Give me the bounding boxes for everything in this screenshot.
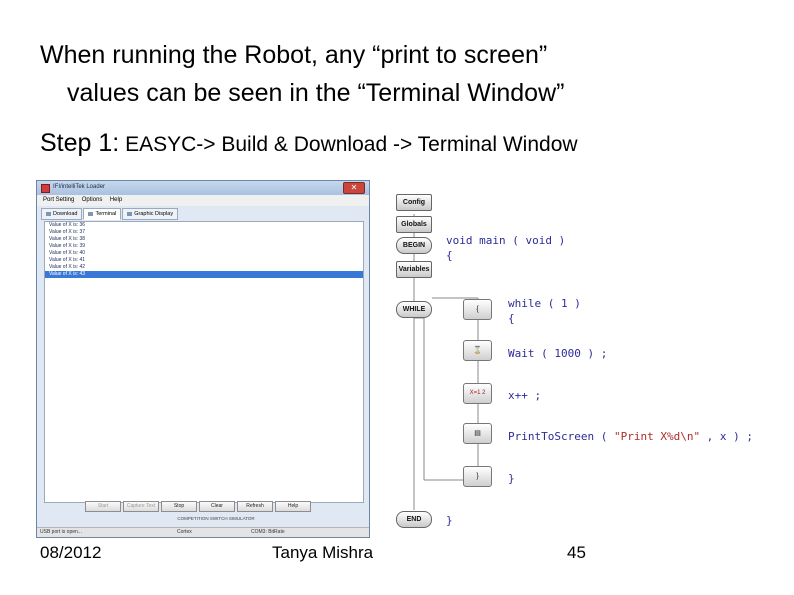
- help-button[interactable]: Help: [275, 501, 311, 512]
- terminal-icon: [88, 211, 94, 216]
- status-com: COM3: BitRate: [251, 529, 285, 535]
- menu-help[interactable]: Help: [109, 197, 123, 203]
- output-line-selected: Value of X is: 43: [45, 271, 363, 278]
- increment-step[interactable]: X=1 2: [463, 383, 492, 404]
- menu-port-setting[interactable]: Port Setting: [43, 197, 75, 203]
- tab-graphic-display[interactable]: Graphic Display: [122, 208, 179, 220]
- tab-bar: Download Terminal Graphic Display: [41, 208, 179, 220]
- hourglass-icon[interactable]: ⌛: [463, 340, 492, 361]
- slide-title-line2: values can be seen in the “Terminal Wind…: [67, 79, 565, 107]
- status-device: Cortex: [177, 529, 192, 535]
- output-line: Value of X is: 41: [49, 257, 86, 263]
- code-while-open: {: [508, 312, 515, 325]
- variables-block[interactable]: Variables: [396, 261, 432, 278]
- app-icon: [41, 184, 50, 193]
- code-increment: x++ ;: [508, 389, 542, 402]
- while-block[interactable]: WHILE: [396, 301, 432, 318]
- capture-text-button[interactable]: Capture Text: [123, 501, 159, 512]
- step-instruction: Step 1: EASYC-> Build & Download -> Term…: [40, 128, 578, 162]
- slide-title-line1: When running the Robot, any “print to sc…: [40, 41, 548, 69]
- window-titlebar[interactable]: IFI/intelliTek Loader ✕: [37, 181, 369, 195]
- menu-bar: Port Setting Options Help: [37, 195, 369, 206]
- refresh-button[interactable]: Refresh: [237, 501, 273, 512]
- terminal-window: IFI/intelliTek Loader ✕ Port Setting Opt…: [36, 180, 370, 538]
- footer-date: 08/2012: [40, 543, 102, 562]
- competition-switch-simulator[interactable]: COMPETITION SWITCH SIMULATOR: [177, 516, 255, 521]
- code-while-signature: while ( 1 ): [508, 297, 581, 310]
- code-main-open: {: [446, 249, 453, 262]
- code-print: PrintToScreen ( "Print X%d\n" , x ) ;: [508, 430, 753, 443]
- close-icon[interactable]: ✕: [343, 182, 365, 194]
- graph-icon: [127, 211, 133, 216]
- output-line: Value of X is: 38: [49, 236, 86, 242]
- stop-button[interactable]: Stop: [161, 501, 197, 512]
- globals-block[interactable]: Globals: [396, 216, 432, 233]
- tab-download[interactable]: Download: [41, 208, 83, 220]
- code-wait: Wait ( 1000 ) ;: [508, 347, 608, 360]
- tab-terminal[interactable]: Terminal: [83, 208, 122, 220]
- end-block[interactable]: END: [396, 511, 432, 528]
- output-line: Value of X is: 42: [49, 264, 86, 270]
- code-while-close: }: [508, 472, 515, 485]
- close-brace-step[interactable]: }: [463, 466, 492, 487]
- clear-button[interactable]: Clear: [199, 501, 235, 512]
- start-button[interactable]: Start: [85, 501, 121, 512]
- footer-page-number: 45: [567, 543, 586, 562]
- tab-download-label: Download: [53, 211, 78, 217]
- flowchart: Config Globals BEGIN Variables WHILE END…: [395, 188, 765, 530]
- code-main-close: }: [446, 514, 453, 527]
- step-menu-path: EASYC-> Build & Download -> Terminal Win…: [119, 133, 578, 156]
- output-line: Value of X is: 39: [49, 243, 86, 249]
- step-label: Step 1:: [40, 129, 120, 157]
- window-title: IFI/intelliTek Loader: [53, 184, 106, 190]
- terminal-output[interactable]: Value of X is: 36 Value of X is: 37 Valu…: [44, 221, 364, 503]
- menu-options[interactable]: Options: [81, 197, 103, 203]
- tab-terminal-label: Terminal: [95, 211, 117, 217]
- begin-block[interactable]: BEGIN: [396, 237, 432, 254]
- code-main-signature: void main ( void ): [446, 234, 566, 247]
- print-screen-icon[interactable]: ▤: [463, 423, 492, 444]
- tab-graphic-display-label: Graphic Display: [134, 211, 174, 217]
- download-icon: [46, 211, 51, 216]
- code-print-func: PrintToScreen (: [508, 430, 614, 443]
- status-port: USB port is open...: [40, 529, 82, 535]
- output-line: Value of X is: 37: [49, 229, 86, 235]
- output-line: Value of X is: 36: [49, 222, 86, 228]
- footer-author: Tanya Mishra: [272, 543, 374, 562]
- open-brace-step[interactable]: {: [463, 299, 492, 320]
- config-block[interactable]: Config: [396, 194, 432, 211]
- code-print-string: "Print X%d\n": [613, 430, 701, 443]
- output-line: Value of X is: 40: [49, 250, 86, 256]
- code-print-args: , x ) ;: [700, 430, 754, 443]
- status-bar: USB port is open... Cortex COM3: BitRate: [37, 527, 369, 537]
